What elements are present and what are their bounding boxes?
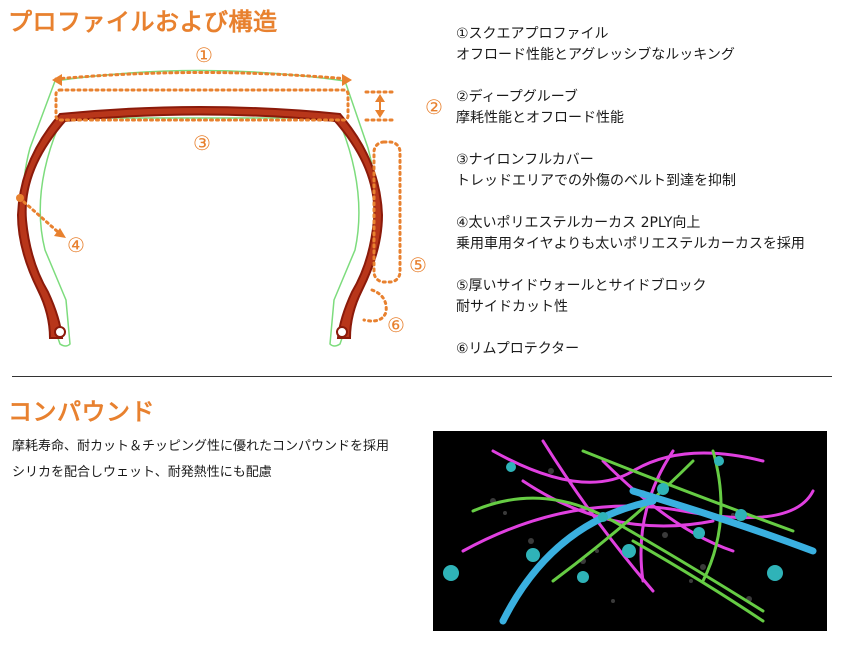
arrowhead-left	[52, 74, 62, 86]
compound-description: 摩耗寿命、耐カット＆チッピング性に優れたコンパウンドを採用 シリカを配合しウェッ…	[12, 434, 422, 486]
feature-5: ⑤厚いサイドウォールとサイドブロック 耐サイドカット性	[456, 276, 848, 318]
feature-title: ⑤厚いサイドウォールとサイドブロック	[456, 278, 707, 294]
feature-description: 摩耗性能とオフロード性能	[456, 110, 624, 126]
feature-1: ①スクエアプロファイル オフロード性能とアグレッシブなルッキング	[456, 24, 848, 66]
callout-6: ⑥	[387, 313, 405, 337]
bead-right	[336, 326, 348, 338]
callout-3: ③	[193, 131, 211, 155]
arrowhead-right	[342, 74, 352, 86]
compound-molecule-illustration	[433, 431, 827, 631]
compound-heading: コンパウンド	[8, 398, 155, 426]
feature-description: 耐サイドカット性	[456, 299, 568, 315]
groove-depth-bracket	[364, 90, 394, 122]
feature-description: 乗用車用タイヤよりも太いポリエステルカーカスを採用	[456, 236, 805, 252]
feature-title: ③ナイロンフルカバー	[456, 152, 594, 168]
profile-heading: プロファイルおよび構造	[8, 8, 278, 36]
carcass-pointer	[22, 200, 60, 234]
feature-2: ②ディープグルーブ 摩耗性能とオフロード性能	[456, 87, 848, 129]
compound-line-2: シリカを配合しウェット、耐発熱性にも配慮	[12, 465, 272, 480]
feature-4: ④太いポリエステルカーカス 2PLY向上 乗用車用タイヤよりも太いポリエステルカ…	[456, 213, 848, 255]
feature-title: ⑥リムプロテクター	[456, 341, 580, 357]
profile-span-arrow	[54, 71, 350, 81]
sidewall-box	[372, 140, 402, 284]
bead-left	[54, 326, 66, 338]
compound-line-1: 摩耗寿命、耐カット＆チッピング性に優れたコンパウンドを採用	[12, 439, 390, 454]
rim-protector-outline	[362, 288, 388, 323]
feature-title: ①スクエアプロファイル	[456, 26, 609, 42]
feature-6: ⑥リムプロテクター	[456, 339, 848, 360]
callout-2: ②	[425, 95, 443, 119]
silica-particles	[443, 456, 783, 583]
feature-description: オフロード性能とアグレッシブなルッキング	[456, 47, 735, 63]
feature-title: ④太いポリエステルカーカス 2PLY向上	[456, 215, 701, 231]
tire-cross-section-diagram: ① ② ③ ④ ⑤ ⑥	[16, 43, 443, 347]
section-divider	[12, 376, 832, 377]
feature-3: ③ナイロンフルカバー トレッドエリアでの外傷のベルト到達を抑制	[456, 150, 848, 192]
cyan-tubes	[499, 487, 817, 625]
feature-title: ②ディープグルーブ	[456, 89, 578, 105]
carcass-point	[16, 194, 24, 202]
groove-depth-box	[54, 88, 350, 122]
feature-list: ①スクエアプロファイル オフロード性能とアグレッシブなルッキング ②ディープグル…	[456, 24, 848, 381]
callout-4: ④	[67, 233, 85, 257]
callout-1: ①	[195, 43, 213, 67]
callout-5: ⑤	[409, 253, 427, 277]
feature-description: トレッドエリアでの外傷のベルト到達を抑制	[456, 173, 736, 189]
